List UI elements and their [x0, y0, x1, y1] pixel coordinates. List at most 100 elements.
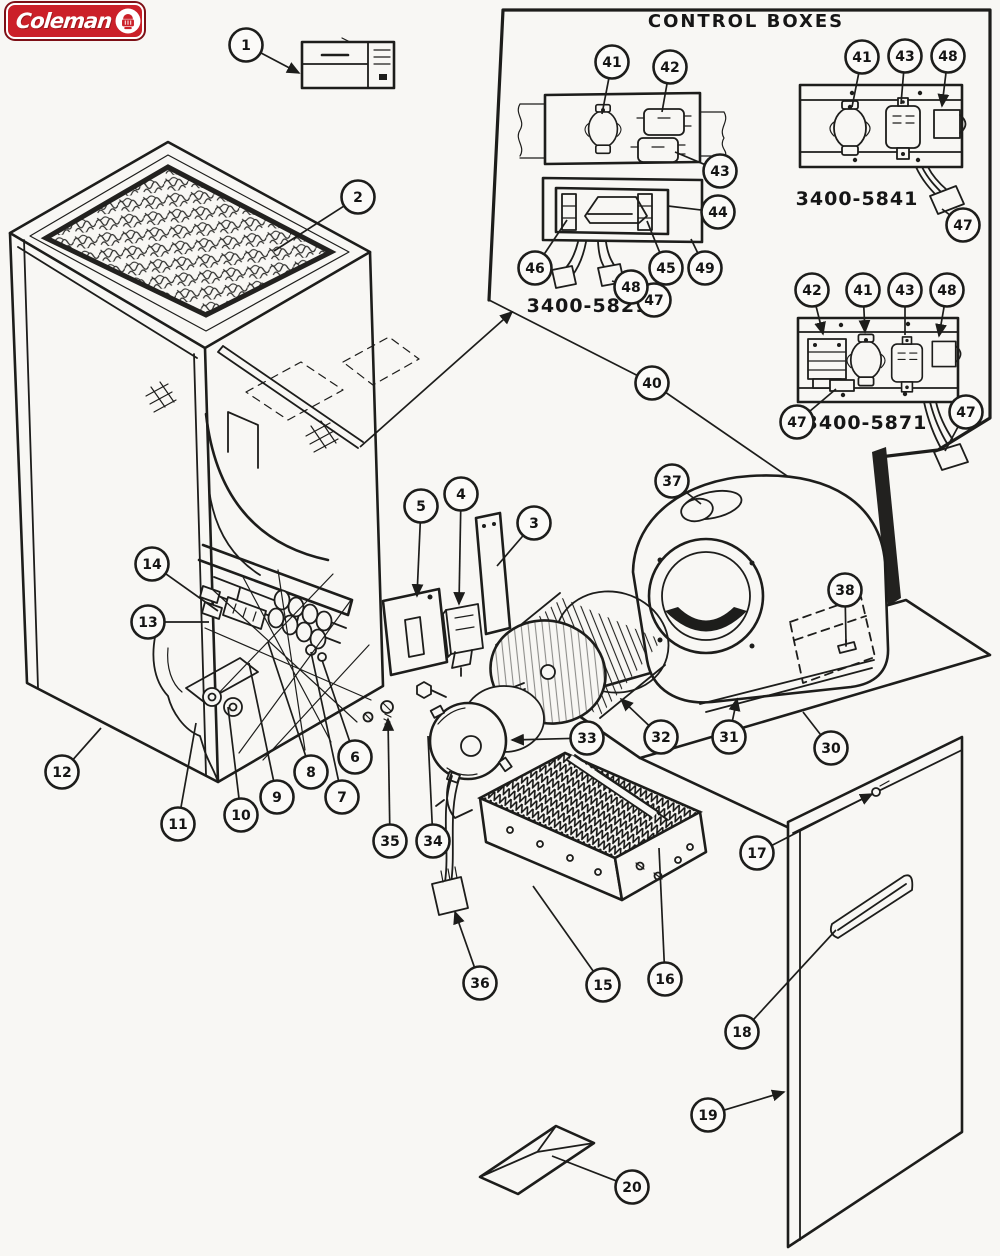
callout-20: 20 [551, 1155, 650, 1205]
callout-15: 15 [532, 885, 621, 1003]
callout-7: 7 [310, 651, 360, 815]
svg-text:5: 5 [416, 499, 426, 515]
svg-text:3: 3 [529, 516, 539, 532]
svg-text:47: 47 [953, 218, 972, 234]
control-box-3400-5871 [796, 316, 969, 471]
svg-text:47: 47 [787, 415, 806, 431]
svg-text:15: 15 [593, 978, 612, 994]
svg-text:43: 43 [710, 164, 729, 180]
callout-1: 1 [228, 27, 301, 74]
svg-text:48: 48 [621, 280, 640, 296]
svg-text:20: 20 [622, 1180, 642, 1196]
svg-text:48: 48 [937, 283, 956, 299]
svg-text:6: 6 [350, 750, 360, 766]
callout-42: 42 [652, 49, 688, 113]
callout-49: 49 [687, 238, 723, 286]
control-box-3400-5841 [798, 83, 967, 215]
part-bracket-3 [474, 511, 512, 636]
svg-text:1: 1 [241, 38, 251, 54]
svg-text:7: 7 [337, 790, 347, 806]
cabinet-interior [145, 336, 420, 783]
door-screw-17 [871, 780, 890, 797]
svg-text:13: 13 [138, 615, 157, 631]
svg-text:48: 48 [938, 49, 957, 65]
svg-text:12: 12 [52, 765, 71, 781]
inset-panel: CONTROL BOXES [487, 8, 992, 606]
svg-text:30: 30 [821, 741, 841, 757]
callout-43: 43 [887, 38, 923, 105]
svg-text:42: 42 [802, 283, 821, 299]
callout-48: 48 [611, 269, 649, 305]
part-switch-4 [442, 603, 484, 677]
svg-text:47: 47 [956, 405, 975, 421]
callout-11: 11 [160, 722, 197, 842]
callout-37: 37 [654, 463, 702, 505]
callout-2: 2 [273, 179, 376, 252]
cabinet [8, 140, 385, 784]
bolt-34 [416, 681, 447, 699]
callout-48: 48 [930, 38, 966, 108]
svg-text:47: 47 [644, 293, 663, 309]
callout-42: 42 [794, 272, 830, 336]
svg-text:41: 41 [852, 50, 871, 66]
blower-housing [631, 474, 890, 713]
svg-text:45: 45 [656, 261, 675, 277]
control-box-3400-5821 [517, 91, 727, 166]
svg-text:36: 36 [470, 976, 489, 992]
callout-47: 47 [941, 207, 981, 243]
callout-47: 47 [779, 388, 837, 440]
callout-41: 41 [845, 272, 881, 334]
svg-text:32: 32 [651, 730, 670, 746]
callout-40: 40 [634, 365, 670, 401]
heater-element-rack [477, 751, 708, 902]
svg-text:8: 8 [306, 765, 316, 781]
callout-41: 41 [594, 44, 630, 115]
svg-text:31: 31 [719, 730, 738, 746]
callout-9: 9 [248, 662, 295, 815]
svg-text:19: 19 [698, 1108, 717, 1124]
callout-14: 14 [134, 546, 219, 612]
svg-text:4: 4 [456, 487, 466, 503]
callout-45: 45 [646, 220, 684, 286]
callout-5: 5 [403, 488, 439, 598]
callout-12: 12 [44, 727, 102, 790]
svg-text:46: 46 [525, 261, 544, 277]
svg-text:43: 43 [895, 283, 914, 299]
callout-13: 13 [130, 604, 209, 640]
callout-43: 43 [674, 151, 738, 189]
svg-text:44: 44 [708, 205, 728, 221]
svg-text:14: 14 [142, 557, 162, 573]
svg-text:16: 16 [655, 972, 674, 988]
panel-shadow-edge [872, 447, 901, 606]
door-panel [786, 735, 964, 1249]
callout-46: 46 [517, 219, 568, 286]
svg-text:2: 2 [353, 190, 363, 206]
model-label-3400-5821: 3400-5821 [527, 295, 650, 317]
callout-8: 8 [267, 641, 329, 790]
callout-30: 30 [802, 711, 849, 766]
callout-32: 32 [619, 697, 679, 755]
coleman-logo: Coleman [6, 3, 144, 39]
coil-top [40, 164, 337, 318]
svg-text:37: 37 [662, 474, 681, 490]
callout-38: 38 [827, 572, 863, 643]
svg-text:33: 33 [577, 731, 596, 747]
callout-48: 48 [929, 272, 965, 338]
wire-connector-36 [431, 866, 469, 916]
callout-19: 19 [690, 1089, 786, 1133]
lantern-icon [115, 8, 141, 34]
callout-6: 6 [321, 659, 373, 775]
inset-title: CONTROL BOXES [648, 11, 844, 32]
callout-34: 34 [415, 735, 451, 859]
svg-text:34: 34 [423, 834, 443, 850]
callout-31: 31 [711, 697, 747, 755]
thermostat [300, 37, 396, 90]
part-plate-5 [381, 587, 449, 677]
svg-text:18: 18 [732, 1025, 751, 1041]
callout-3: 3 [496, 505, 552, 567]
inlet-shadow [665, 607, 747, 632]
envelope [478, 1124, 596, 1196]
